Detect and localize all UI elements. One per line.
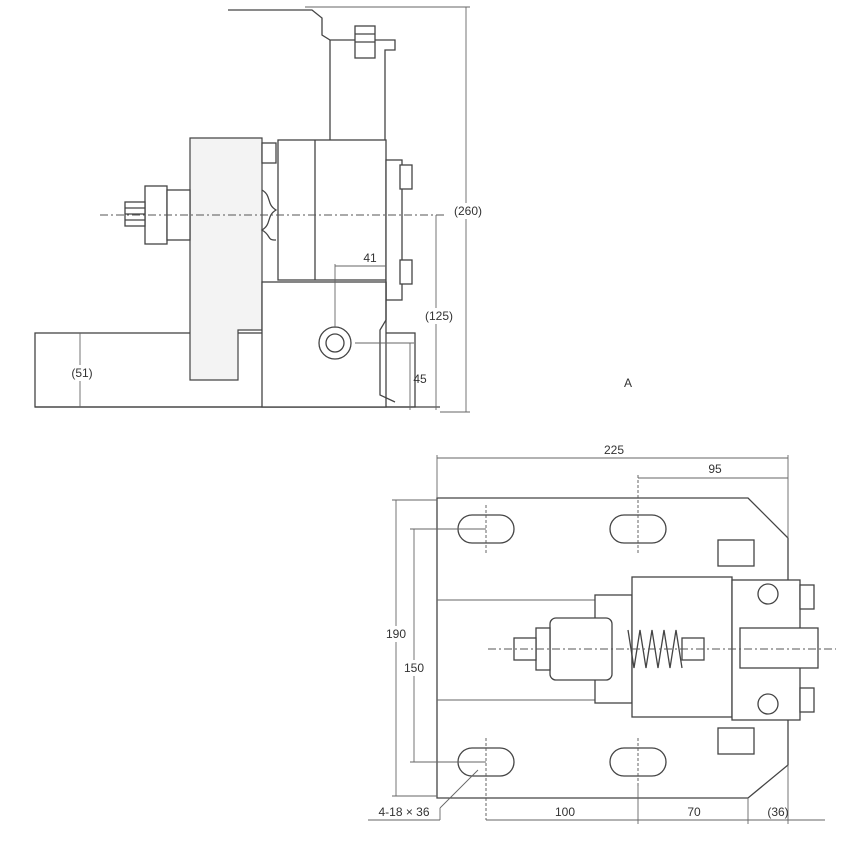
dim-base-height: (51) [71, 366, 92, 380]
slot-hole [609, 747, 667, 777]
view-label: A [624, 376, 632, 390]
plan-view: 225 95 190 150 100 70 (36) 4-18 × 36 [368, 443, 836, 824]
dim-slot-to-edge: 70 [687, 805, 701, 819]
housing-block [189, 137, 263, 381]
dim-bolt-offset: 41 [363, 251, 377, 265]
dim-slot-offset: 95 [708, 462, 722, 476]
dim-width-total: 225 [604, 443, 624, 457]
support-block [261, 281, 387, 408]
nut-bottom [399, 259, 413, 285]
output-fork [739, 627, 819, 669]
drive-cylinder [277, 139, 387, 281]
bottom-nut [717, 727, 755, 755]
dim-depth-outer: 190 [386, 627, 406, 641]
slot-hole [609, 514, 667, 544]
side-view: (260) (125) 45 41 (51) [34, 6, 490, 413]
hole-spec-label: 4-18 × 36 [378, 805, 429, 819]
dim-bolt-height: 45 [413, 372, 427, 386]
dim-slot-spacing: 100 [555, 805, 575, 819]
nut-top [399, 164, 413, 190]
dim-overhang: (36) [767, 805, 788, 819]
top-nut [717, 539, 755, 567]
pin-top [757, 583, 779, 605]
spring [260, 189, 278, 241]
pin-bottom [757, 693, 779, 715]
dim-height-total: (260) [454, 204, 482, 218]
dim-depth-slots: 150 [404, 661, 424, 675]
dim-axis-height: (125) [425, 309, 453, 323]
